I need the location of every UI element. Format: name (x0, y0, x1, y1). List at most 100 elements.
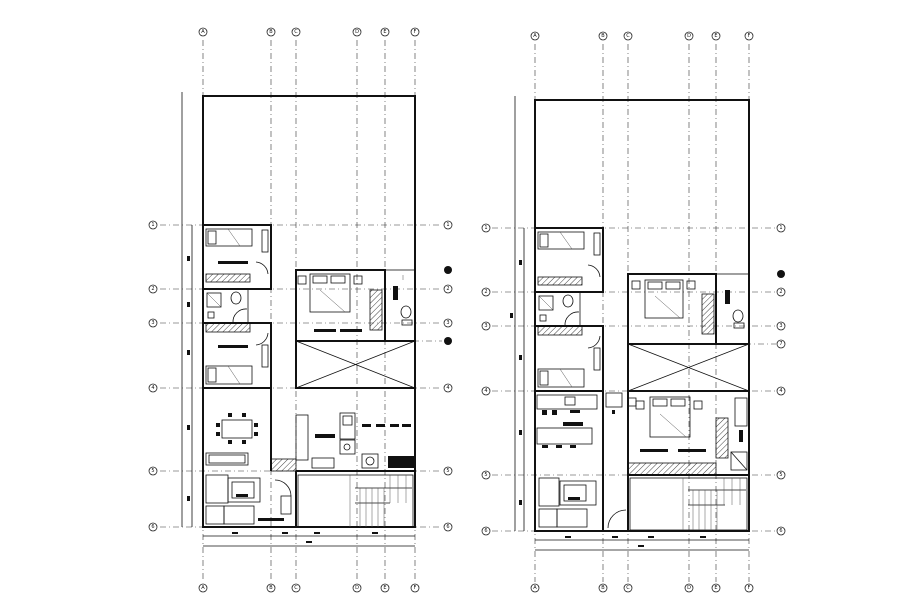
kitchen-counter (295, 412, 414, 469)
svg-text:5: 5 (779, 472, 782, 478)
sofa-set (205, 474, 261, 525)
axis-bubble: 3 (148, 318, 158, 328)
axis-bubble: A (530, 31, 540, 41)
toilet-icon (400, 305, 413, 326)
axis-bubble: C (291, 27, 301, 37)
bedroom-2 (202, 322, 272, 389)
lot-boundary (202, 95, 416, 528)
axis-bubble: C (623, 583, 633, 593)
left-row-bubbles-left: 1 2 3 4 5 6 (148, 220, 158, 532)
axis-bubble: 6 (148, 522, 158, 532)
svg-text:2: 2 (779, 289, 782, 295)
svg-text:D: D (355, 29, 359, 35)
axis-bubble: B (598, 31, 608, 41)
svg-text:C: C (626, 585, 630, 591)
axis-bubble: 4 (776, 386, 786, 396)
svg-text:6: 6 (779, 528, 782, 534)
axis-bubble: F (410, 27, 420, 37)
axis-bubble (777, 270, 785, 278)
svg-text:3: 3 (446, 320, 449, 326)
svg-text:E: E (383, 29, 386, 35)
axis-bubble: 2 (481, 287, 491, 297)
axis-bubble: A (198, 583, 208, 593)
staircase (629, 477, 748, 531)
bed-icon (537, 231, 585, 250)
lightwell-void (627, 343, 750, 392)
svg-text:B: B (601, 33, 605, 39)
right-column-bubbles-top: A B C D E F (530, 31, 754, 41)
svg-text:F: F (414, 585, 417, 591)
svg-text:B: B (601, 585, 605, 591)
svg-text:D: D (355, 585, 359, 591)
axis-bubble: D (684, 31, 694, 41)
axis-bubble: 3 (443, 318, 453, 328)
svg-text:1: 1 (484, 225, 487, 231)
svg-text:B: B (269, 585, 273, 591)
svg-text:B: B (269, 29, 273, 35)
axis-bubble: 7 (776, 339, 786, 349)
axis-bubble: B (266, 583, 276, 593)
svg-text:A: A (201, 585, 205, 591)
svg-text:2: 2 (484, 289, 487, 295)
axis-bubble: C (291, 583, 301, 593)
axis-bubble: 2 (148, 284, 158, 294)
svg-text:1: 1 (446, 222, 449, 228)
right-row-bubbles-right: 1 2 3 7 4 5 6 (776, 223, 786, 536)
svg-text:1: 1 (779, 225, 782, 231)
svg-text:2: 2 (151, 286, 154, 292)
right-column-bubbles-bottom: A B C D E F (530, 583, 754, 593)
axis-bubble: 1 (148, 220, 158, 230)
bed-icon (537, 368, 585, 388)
left-row-bubbles-right: 1 2 3 4 5 6 (443, 220, 453, 532)
axis-bubble: A (530, 583, 540, 593)
axis-bubble: E (380, 583, 390, 593)
axis-bubble: 1 (776, 223, 786, 233)
axis-bubble: 6 (443, 522, 453, 532)
axis-bubble: B (266, 27, 276, 37)
bedroom-2 (534, 325, 604, 392)
svg-text:1: 1 (151, 222, 154, 228)
svg-text:7: 7 (779, 341, 782, 347)
svg-text:5: 5 (151, 468, 154, 474)
svg-text:E: E (383, 585, 386, 591)
axis-bubble: 3 (776, 321, 786, 331)
axis-bubble: 5 (443, 466, 453, 476)
svg-text:C: C (626, 33, 630, 39)
toilet-icon (206, 291, 242, 319)
axis-bubble: 5 (148, 466, 158, 476)
axis-bubble: C (623, 31, 633, 41)
bed-icon (309, 273, 351, 313)
axis-bubble: B (598, 583, 608, 593)
axis-bubble: 4 (148, 383, 158, 393)
bed-icon (205, 365, 253, 385)
master-bath (715, 273, 750, 345)
svg-text:A: A (533, 33, 537, 39)
left-column-gridlines (202, 40, 416, 582)
axis-bubble (444, 266, 452, 274)
axis-bubble: 6 (481, 526, 491, 536)
svg-text:3: 3 (151, 320, 154, 326)
svg-text:4: 4 (484, 388, 487, 394)
axis-bubble: 6 (776, 526, 786, 536)
svg-text:6: 6 (484, 528, 487, 534)
staircase (297, 474, 414, 528)
svg-text:5: 5 (446, 468, 449, 474)
svg-text:4: 4 (446, 385, 449, 391)
axis-bubble: 5 (776, 470, 786, 480)
sofa-set (538, 477, 597, 528)
right-floor-plan: A B C D E F A B C D E F 1 2 3 4 5 6 1 2 … (481, 31, 786, 593)
axis-bubble: A (198, 27, 208, 37)
axis-bubble: 1 (481, 223, 491, 233)
axis-bubble: 3 (481, 321, 491, 331)
bed-icon (644, 279, 684, 319)
svg-text:4: 4 (151, 385, 154, 391)
axis-bubble: 4 (443, 383, 453, 393)
toilet-icon (732, 309, 745, 329)
axis-bubble: 4 (481, 386, 491, 396)
svg-text:3: 3 (484, 323, 487, 329)
axis-bubble: 2 (443, 284, 453, 294)
axis-bubble: F (744, 583, 754, 593)
bed-icon (205, 228, 253, 247)
dining-table (216, 413, 258, 444)
